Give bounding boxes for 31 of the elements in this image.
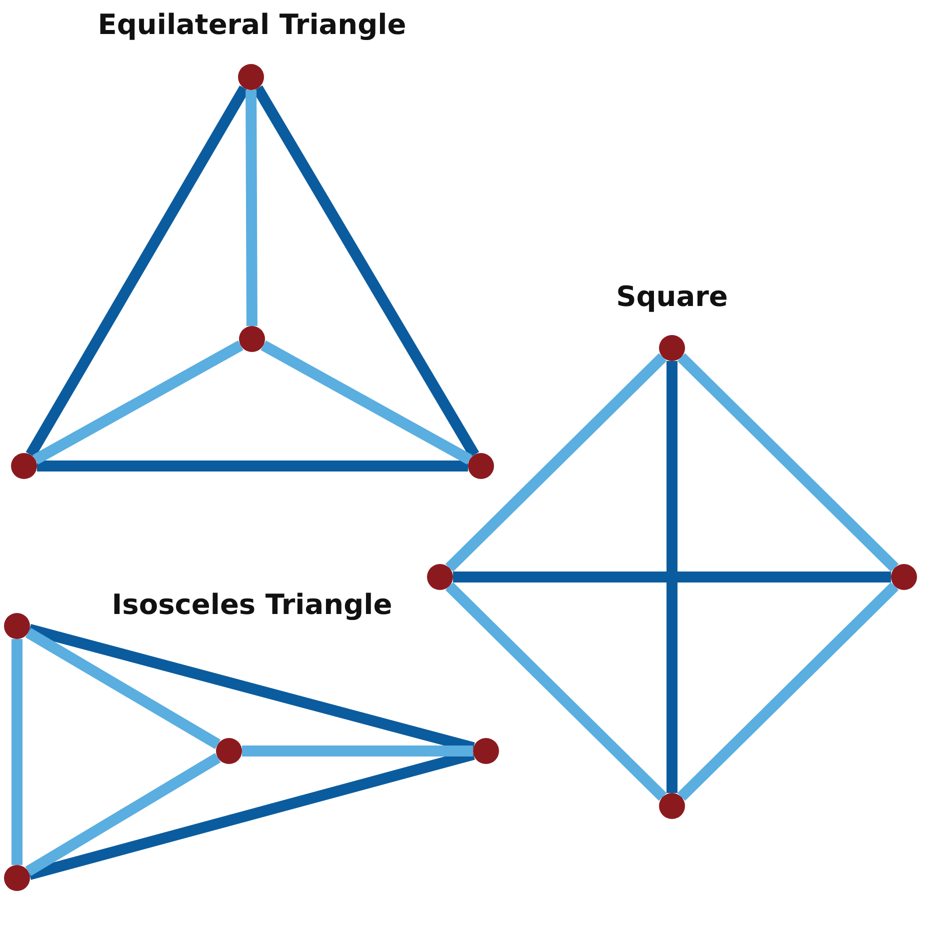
connector-line bbox=[246, 90, 258, 326]
connector-line bbox=[445, 353, 667, 572]
connector-line bbox=[260, 340, 472, 464]
vertex-dot bbox=[659, 335, 685, 361]
connector-line bbox=[12, 639, 22, 865]
connector-line bbox=[677, 582, 899, 801]
connector-line bbox=[445, 582, 667, 801]
vertex-dot bbox=[11, 453, 37, 479]
connector-line bbox=[25, 752, 221, 876]
connector-line bbox=[666, 361, 678, 793]
shape-title: Equilateral Triangle bbox=[98, 8, 406, 41]
connector-line bbox=[242, 746, 473, 756]
connector-line bbox=[26, 85, 250, 458]
connector-line bbox=[453, 572, 891, 582]
vertex-dot bbox=[238, 64, 264, 90]
vertex-dot bbox=[891, 564, 917, 590]
vertex-dot bbox=[4, 613, 30, 639]
shape-title: Isosceles Triangle bbox=[112, 588, 392, 621]
vertex-dot bbox=[659, 793, 685, 819]
vertex-dot bbox=[473, 738, 499, 764]
shape-title: Square bbox=[616, 280, 728, 313]
connector-line bbox=[677, 353, 899, 572]
connector-line bbox=[32, 340, 244, 464]
vertex-dot bbox=[216, 738, 242, 764]
connector-line bbox=[37, 460, 468, 472]
connector-line bbox=[25, 628, 221, 750]
vertex-dot bbox=[427, 564, 453, 590]
vertex-dot bbox=[239, 326, 265, 352]
vertex-dot bbox=[4, 865, 30, 891]
connector-line bbox=[252, 85, 480, 458]
vertex-dot bbox=[468, 453, 494, 479]
